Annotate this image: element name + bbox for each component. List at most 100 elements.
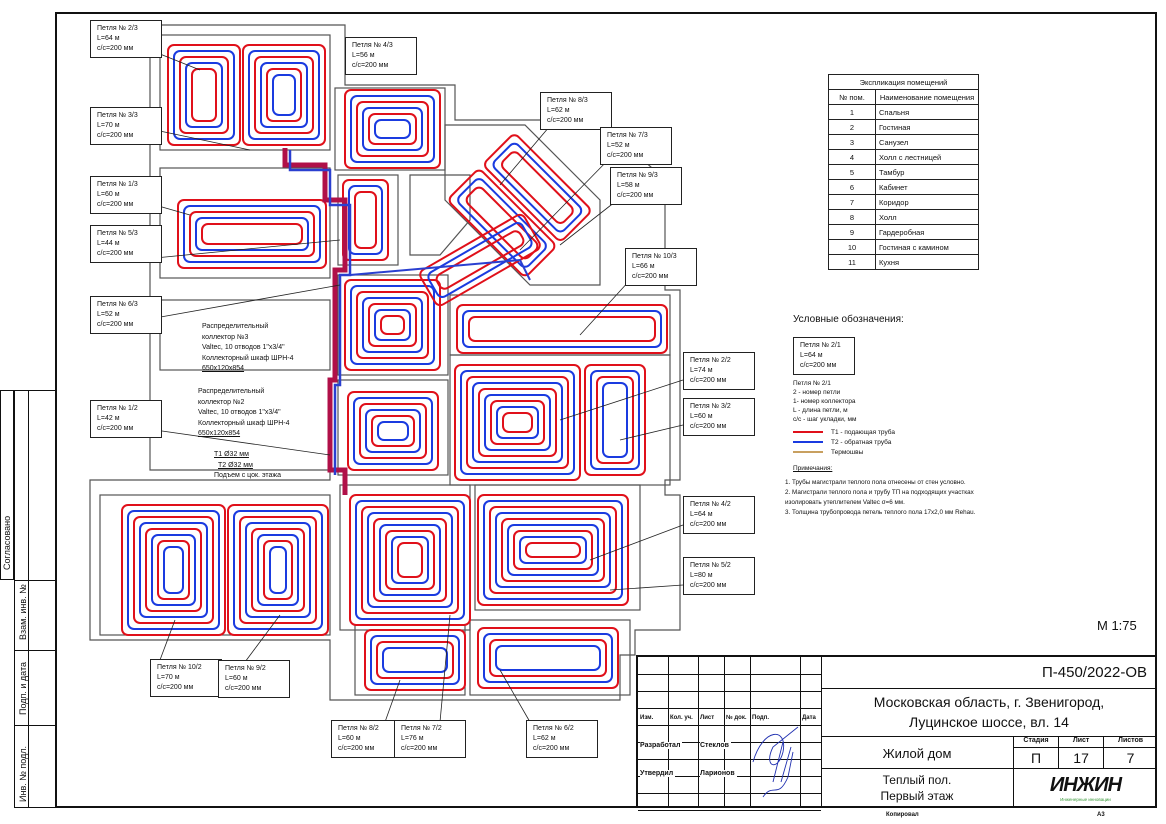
legend-label: Термошвы: [831, 448, 864, 456]
grid-line: [638, 691, 821, 692]
drawing-frame: [55, 12, 1157, 808]
loop-pipe: [362, 107, 423, 151]
loop-pipe: [356, 291, 429, 359]
loop-pipe: [355, 500, 465, 620]
grid-line: [638, 810, 821, 811]
loop-pipe: [191, 68, 217, 122]
loop-pipe: [121, 504, 226, 636]
loop-step: с/с=200 мм: [690, 377, 727, 384]
loop-pipe: [266, 68, 302, 122]
room-number: 6: [828, 179, 876, 195]
project-code: П-450/2022-ОВ: [821, 657, 1157, 689]
room-name: Гостиная: [875, 119, 979, 135]
room-number: 4: [828, 149, 876, 165]
loop-length: L=66 м: [632, 263, 655, 270]
company-logo: ИНЖИН Инженерные инновации: [1014, 769, 1157, 808]
room-name: Кухня: [875, 254, 979, 270]
loop-pipe: [248, 50, 320, 140]
loop-pipe: [590, 370, 640, 470]
loop-step: с/с=200 мм: [607, 152, 644, 159]
loop-step: с/с=200 мм: [97, 425, 134, 432]
room-number: 5: [828, 164, 876, 180]
stamp-sign-date: Подп. и дата: [18, 661, 28, 715]
loop-name: Петля № 7/3: [607, 132, 648, 139]
loop-pipe: [183, 205, 321, 263]
loop-pipe: [448, 169, 556, 277]
manifold-mains: [282, 148, 531, 495]
loop-pipe: [501, 151, 574, 224]
loop-pipe: [251, 528, 305, 612]
col-header: Наименование помещения: [875, 89, 979, 105]
room-name: Тамбур: [875, 164, 979, 180]
loop-length: L=44 м: [97, 240, 120, 247]
room-number: 10: [828, 239, 876, 255]
room-name: Гардеробная: [875, 224, 979, 240]
loop-pipe: [368, 303, 417, 347]
grid-line: [800, 657, 801, 808]
explain-line: Петля № 2/1: [793, 380, 831, 387]
loop-pipe: [397, 542, 423, 578]
legend-t2: T2 - обратная труба: [793, 437, 1000, 447]
loop-pipe: [466, 376, 569, 469]
loop-name: Петля № 8/2: [338, 725, 379, 732]
room-explication-table: Экспликация помещений № пом.Наименование…: [828, 74, 979, 270]
loop-pipe: [519, 536, 587, 564]
loop-pipe: [344, 89, 441, 169]
loop-step: с/с=200 мм: [352, 62, 389, 69]
loop-length: L=60 м: [97, 191, 120, 198]
room-number: 2: [828, 119, 876, 135]
loop-pipe: [371, 415, 415, 447]
room-number: 11: [828, 254, 876, 270]
grid-line: [821, 657, 822, 808]
legend-title: Условные обозначения:: [793, 314, 904, 325]
grid-line: [638, 708, 821, 709]
loop-step: с/с=200 мм: [225, 685, 262, 692]
collector-3-note: Распределительный коллектор №3 Valtec, 1…: [202, 322, 293, 375]
header-cell: Дата: [802, 715, 816, 721]
collector-line: коллектор №3: [202, 333, 249, 341]
header-cell: № док.: [726, 715, 747, 721]
legend: Условные обозначения: Петля № 2/1 L=64 м…: [785, 314, 1000, 518]
loop-name: Петля № 2/3: [97, 25, 138, 32]
room-number: 3: [828, 134, 876, 150]
legend-label: T1 - подающая труба: [831, 428, 895, 436]
grid-line: [638, 793, 821, 794]
riser-note: T1 Ø32 мм T2 Ø32 мм Подъем с цок. этажа: [214, 450, 281, 482]
loop-length: L=62 м: [533, 735, 556, 742]
loop-pipe: [139, 522, 208, 618]
loop-pipe: [344, 279, 441, 371]
loop-pipe: [385, 530, 435, 590]
loop-pipe: [492, 142, 583, 233]
loop-step: с/с=200 мм: [632, 273, 669, 280]
room-name: Кабинет: [875, 179, 979, 195]
loop-pipe: [163, 546, 184, 594]
loop-pipe: [382, 647, 448, 673]
address-line: Луцинское шоссе, вл. 14: [909, 714, 1069, 730]
loop-pipe: [373, 518, 447, 602]
loop-pipe: [362, 297, 423, 353]
loop-pipe: [525, 542, 581, 558]
stage-table: Стадия Лист Листов П 17 7: [1014, 737, 1157, 769]
loop-step: с/с=200 мм: [157, 684, 194, 691]
loop-pipe: [263, 540, 293, 600]
stage-label: Стадия: [1014, 737, 1060, 747]
loop-pipe: [483, 500, 623, 600]
loop-length: L=74 м: [690, 367, 713, 374]
collector-line: 650х120х854: [198, 430, 241, 437]
sample-line: L=64 м: [800, 352, 823, 359]
room-name: Гостиная с камином: [875, 239, 979, 255]
loop-length: L=60 м: [690, 413, 713, 420]
loop-pipe: [242, 44, 326, 146]
loop-pipe: [495, 512, 611, 588]
loop-pipe: [435, 230, 525, 290]
loop-pipe: [260, 62, 308, 128]
